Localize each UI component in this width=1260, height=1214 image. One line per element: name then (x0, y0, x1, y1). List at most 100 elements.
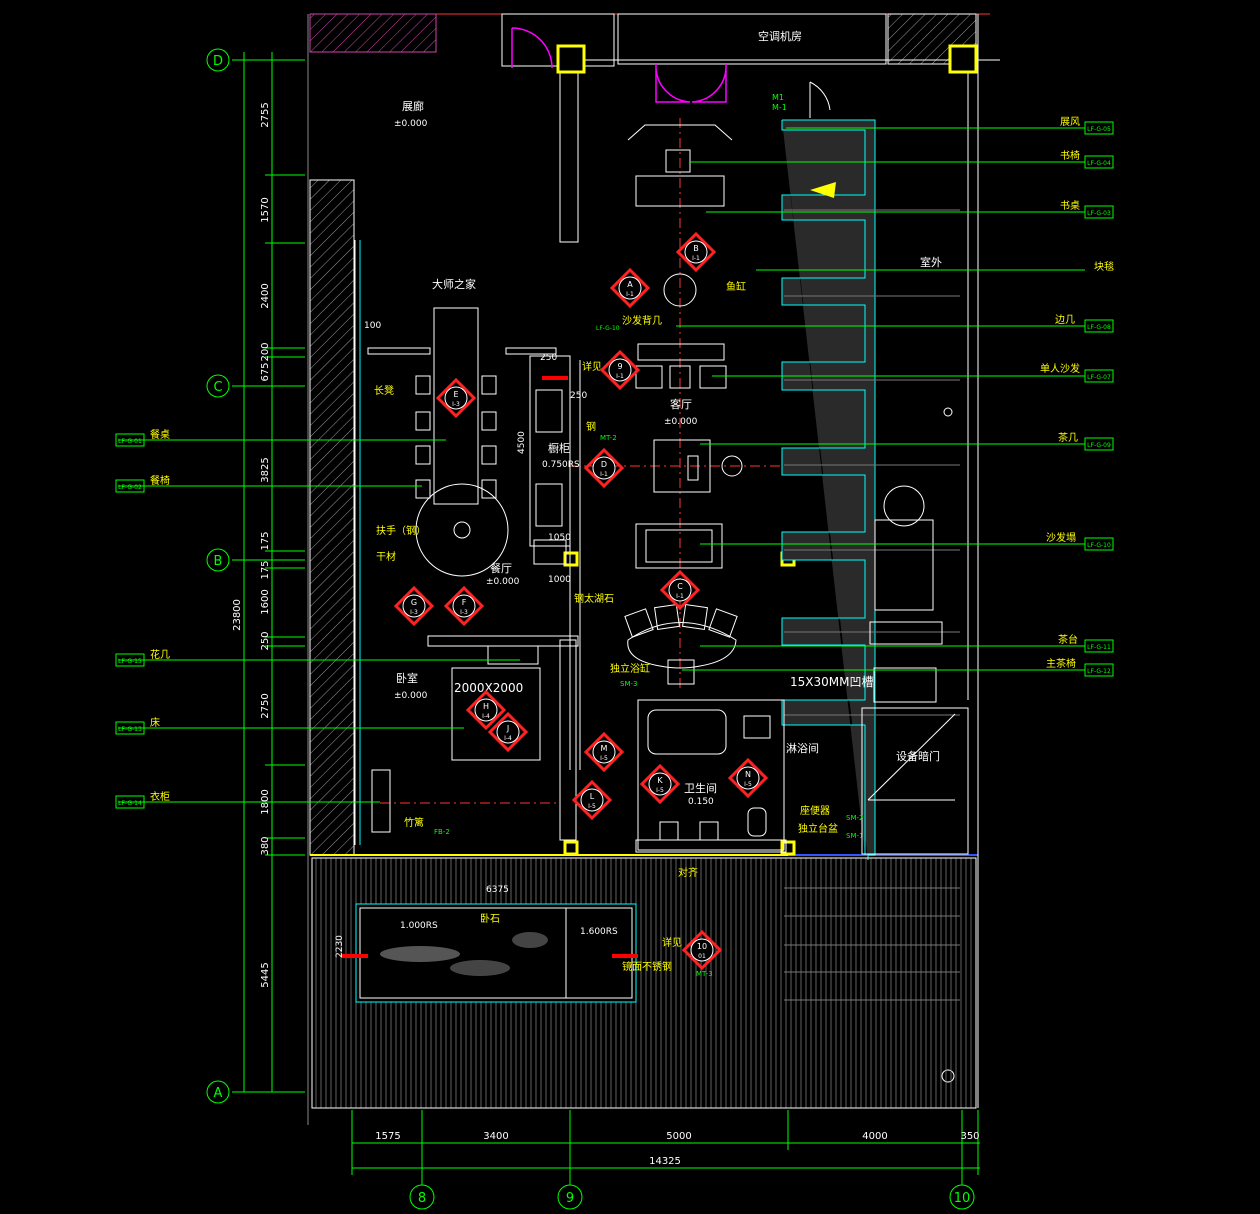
room-master-home: 大师之家 (432, 277, 476, 291)
label-desk: 书桌 (1060, 199, 1080, 212)
dim-left-2: 2400 (260, 283, 271, 308)
elevation-sheet: I-1 (616, 373, 624, 380)
code-book-chair: LF-G-04 (1087, 160, 1111, 167)
elevation-sheet: I-5 (656, 787, 664, 794)
label-goldfish: 鱼缸 (726, 280, 746, 293)
room-dining: 餐厅 (490, 561, 512, 575)
bottom-dimension-text: 1575 3400 5000 4000 350 14325 (375, 1131, 979, 1167)
elevation-markers: AI-1BI-1CI-1DI-1EI-3FI-3GI-3HI-4JI-4KI-5… (393, 231, 769, 971)
outdoor-fins (781, 119, 876, 860)
label-sofa-back: 沙发背几 (622, 314, 662, 327)
elevation-letter: C (677, 582, 683, 591)
elevation-sheet: I-1 (600, 471, 608, 478)
code-tea-table: LF-G-09 (1087, 442, 1111, 449)
elevation-marker: AI-1 (609, 267, 651, 309)
elevation-marker: D I-1 (583, 447, 625, 489)
level-bedroom: ±0.000 (394, 691, 428, 701)
bed-size: 2000X2000 (454, 681, 523, 695)
left-annotations: LF-G-01 餐桌 LF-G-02 餐椅 LF-G-15 花几 LF-G-13… (115, 428, 170, 809)
room-outdoor: 室外 (920, 255, 942, 269)
elevation-letter: 9 (617, 362, 622, 371)
label-align: 对齐 (678, 866, 698, 879)
walls: 空调机房 (309, 13, 1000, 1108)
label-long-bench: 长凳 (374, 385, 394, 397)
elevation-letter: L (590, 792, 595, 801)
elevation-letter: D (601, 460, 607, 469)
level-dining: ±0.000 (486, 577, 520, 587)
door-tag-2: M-1 (772, 103, 787, 112)
label-rock: 卧石 (480, 912, 500, 925)
dim-left-3: 200 (260, 342, 271, 361)
elevation-letter: H (483, 702, 489, 711)
code-wardrobe: LF-G-14 (118, 800, 142, 807)
room-cabinet: 橱柜 (548, 441, 570, 455)
elevation-marker: JI-4 (487, 711, 529, 753)
label-screen: 展风 (1060, 116, 1080, 128)
grid-row-a: A (214, 1086, 223, 1101)
label-bamboo: 竹篱 (404, 816, 424, 829)
right-annotations: 展风 LF-G-05 书椅 LF-G-04 书桌 LF-G-03 块毯 边几 L… (1040, 116, 1114, 677)
grid-bubbles-rows: D C B A (206, 48, 230, 1104)
elevation-letter: J (506, 724, 509, 733)
elevation-letter: G (411, 598, 417, 607)
room-bedroom: 卧室 (396, 671, 418, 685)
room-living: 客厅 (670, 397, 692, 411)
pool-a-level: 1.000RS (400, 921, 438, 931)
elevation-letter: E (453, 390, 458, 399)
level-cabinet: 0.750RS (542, 460, 580, 470)
dim-bottom-0: 1575 (375, 1131, 400, 1142)
elevation-marker: B I-1 (675, 231, 717, 273)
dim-left-0: 2755 (260, 102, 271, 127)
label-book-chair: 书椅 (1060, 149, 1080, 162)
label-tub: 独立浴缸 (610, 662, 650, 675)
grid-bubbles-cols: 8 9 10 (409, 1184, 975, 1210)
level-bath: 0.150 (688, 797, 714, 807)
elevation-letter: B (693, 244, 699, 253)
label-armchair: 单人沙发 (1040, 362, 1080, 375)
level-corridor: ±0.000 (394, 119, 428, 129)
structural-columns (556, 44, 978, 856)
ac-room-wall (617, 13, 887, 65)
misc-labels: 长凳 扶手（钢） 干材 竹篱 FB-2 沙发背几 LF-G-10 详见 鱼缸 钢… (374, 93, 863, 978)
room-labels: 展廊 ±0.000 大师之家 客厅 ±0.000 餐厅 ±0.000 卧室 ±0… (394, 99, 942, 937)
grid-row-d: D (213, 54, 223, 69)
room-shower: 淋浴间 (786, 742, 819, 755)
code-sofa-back: LF-G-10 (596, 325, 620, 332)
elevation-marker: NI-5 (727, 757, 769, 799)
elevation-marker: K I-5 (639, 763, 681, 805)
dim-left-5: 3825 (260, 457, 271, 482)
level-living: ±0.000 (664, 417, 698, 427)
dim-left-6: 175 (260, 531, 271, 550)
code-dining-table: LF-G-01 (118, 438, 142, 445)
label-tea-table: 茶几 (1058, 431, 1078, 444)
label-rug: 块毯 (1094, 260, 1114, 273)
code-dining-chair: LF-G-02 (118, 484, 142, 491)
elevation-marker: HI-4 (465, 689, 507, 731)
dim-left-9: 250 (260, 631, 271, 650)
label-detail: 详见 (582, 360, 602, 373)
code-desk: LF-G-03 (1087, 210, 1111, 217)
label-dining-table: 餐桌 (150, 428, 170, 441)
code-armchair: LF-G-07 (1087, 374, 1111, 381)
label-see: 详见 (662, 936, 682, 949)
label-sofa-bed: 沙发塌 (1046, 531, 1076, 544)
label-flower-stand: 花几 (150, 648, 170, 661)
dim-bottom-3: 4000 (862, 1131, 887, 1142)
dim-bottom-1: 3400 (483, 1131, 508, 1142)
code-side-table: LF-G-08 (1087, 324, 1111, 331)
code-tub: SM-3 (620, 680, 637, 688)
pool-b-level: 1.600RS (580, 927, 618, 937)
elevation-letter: K (657, 776, 663, 785)
elevation-letter: A (627, 280, 633, 289)
grid-col-10: 10 (954, 1191, 971, 1206)
dim-left-1: 1570 (260, 197, 271, 222)
label-side-table: 边几 (1055, 314, 1075, 326)
elevation-sheet: I-1 (692, 255, 700, 262)
code-screen: LF-G-05 (1087, 126, 1111, 133)
elevation-letter: 10 (697, 942, 707, 951)
elevation-marker: MI-5 (583, 731, 625, 773)
left-dimension-text: 2755 1570 2400 200 675 3825 175 175 1600… (232, 102, 271, 987)
code-mirror: MT-3 (696, 970, 713, 978)
code-tea-chair: LF-G-12 (1087, 668, 1111, 675)
dim-misc-7: 2230 (335, 935, 345, 958)
